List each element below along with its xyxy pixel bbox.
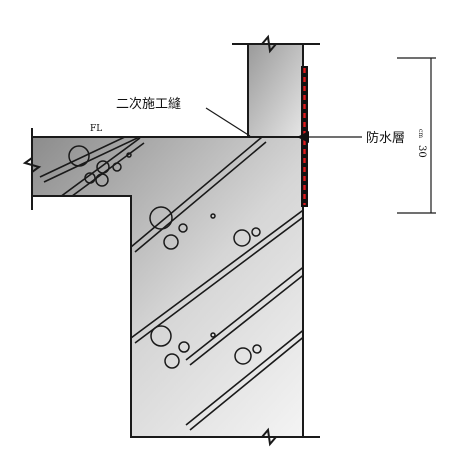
break-symbol-left bbox=[22, 128, 42, 210]
upper-wall-body bbox=[247, 43, 304, 138]
break-symbol-top bbox=[232, 34, 320, 54]
construction-joint: 二次施工縫 bbox=[116, 96, 300, 138]
aggregate-stones bbox=[68, 145, 262, 369]
waterproof-label: 防水層 bbox=[366, 130, 405, 146]
floor-level-label: FL bbox=[90, 124, 102, 134]
lower-structure bbox=[22, 128, 320, 447]
waterproof-layer: 防水層 bbox=[297, 66, 405, 207]
dimension-marker: 30 cm bbox=[397, 57, 436, 214]
break-symbol-bottom bbox=[232, 427, 320, 447]
floor-level: FL bbox=[32, 124, 248, 138]
lower-structure-body bbox=[31, 136, 304, 438]
waterproof-arrow-icon bbox=[297, 131, 309, 143]
joint-label: 二次施工縫 bbox=[116, 96, 181, 112]
joint-leader-line bbox=[205, 107, 251, 137]
dimension-unit: cm bbox=[417, 129, 424, 138]
concrete-hatch bbox=[39, 137, 303, 431]
dimension-value: 30 bbox=[416, 145, 427, 158]
